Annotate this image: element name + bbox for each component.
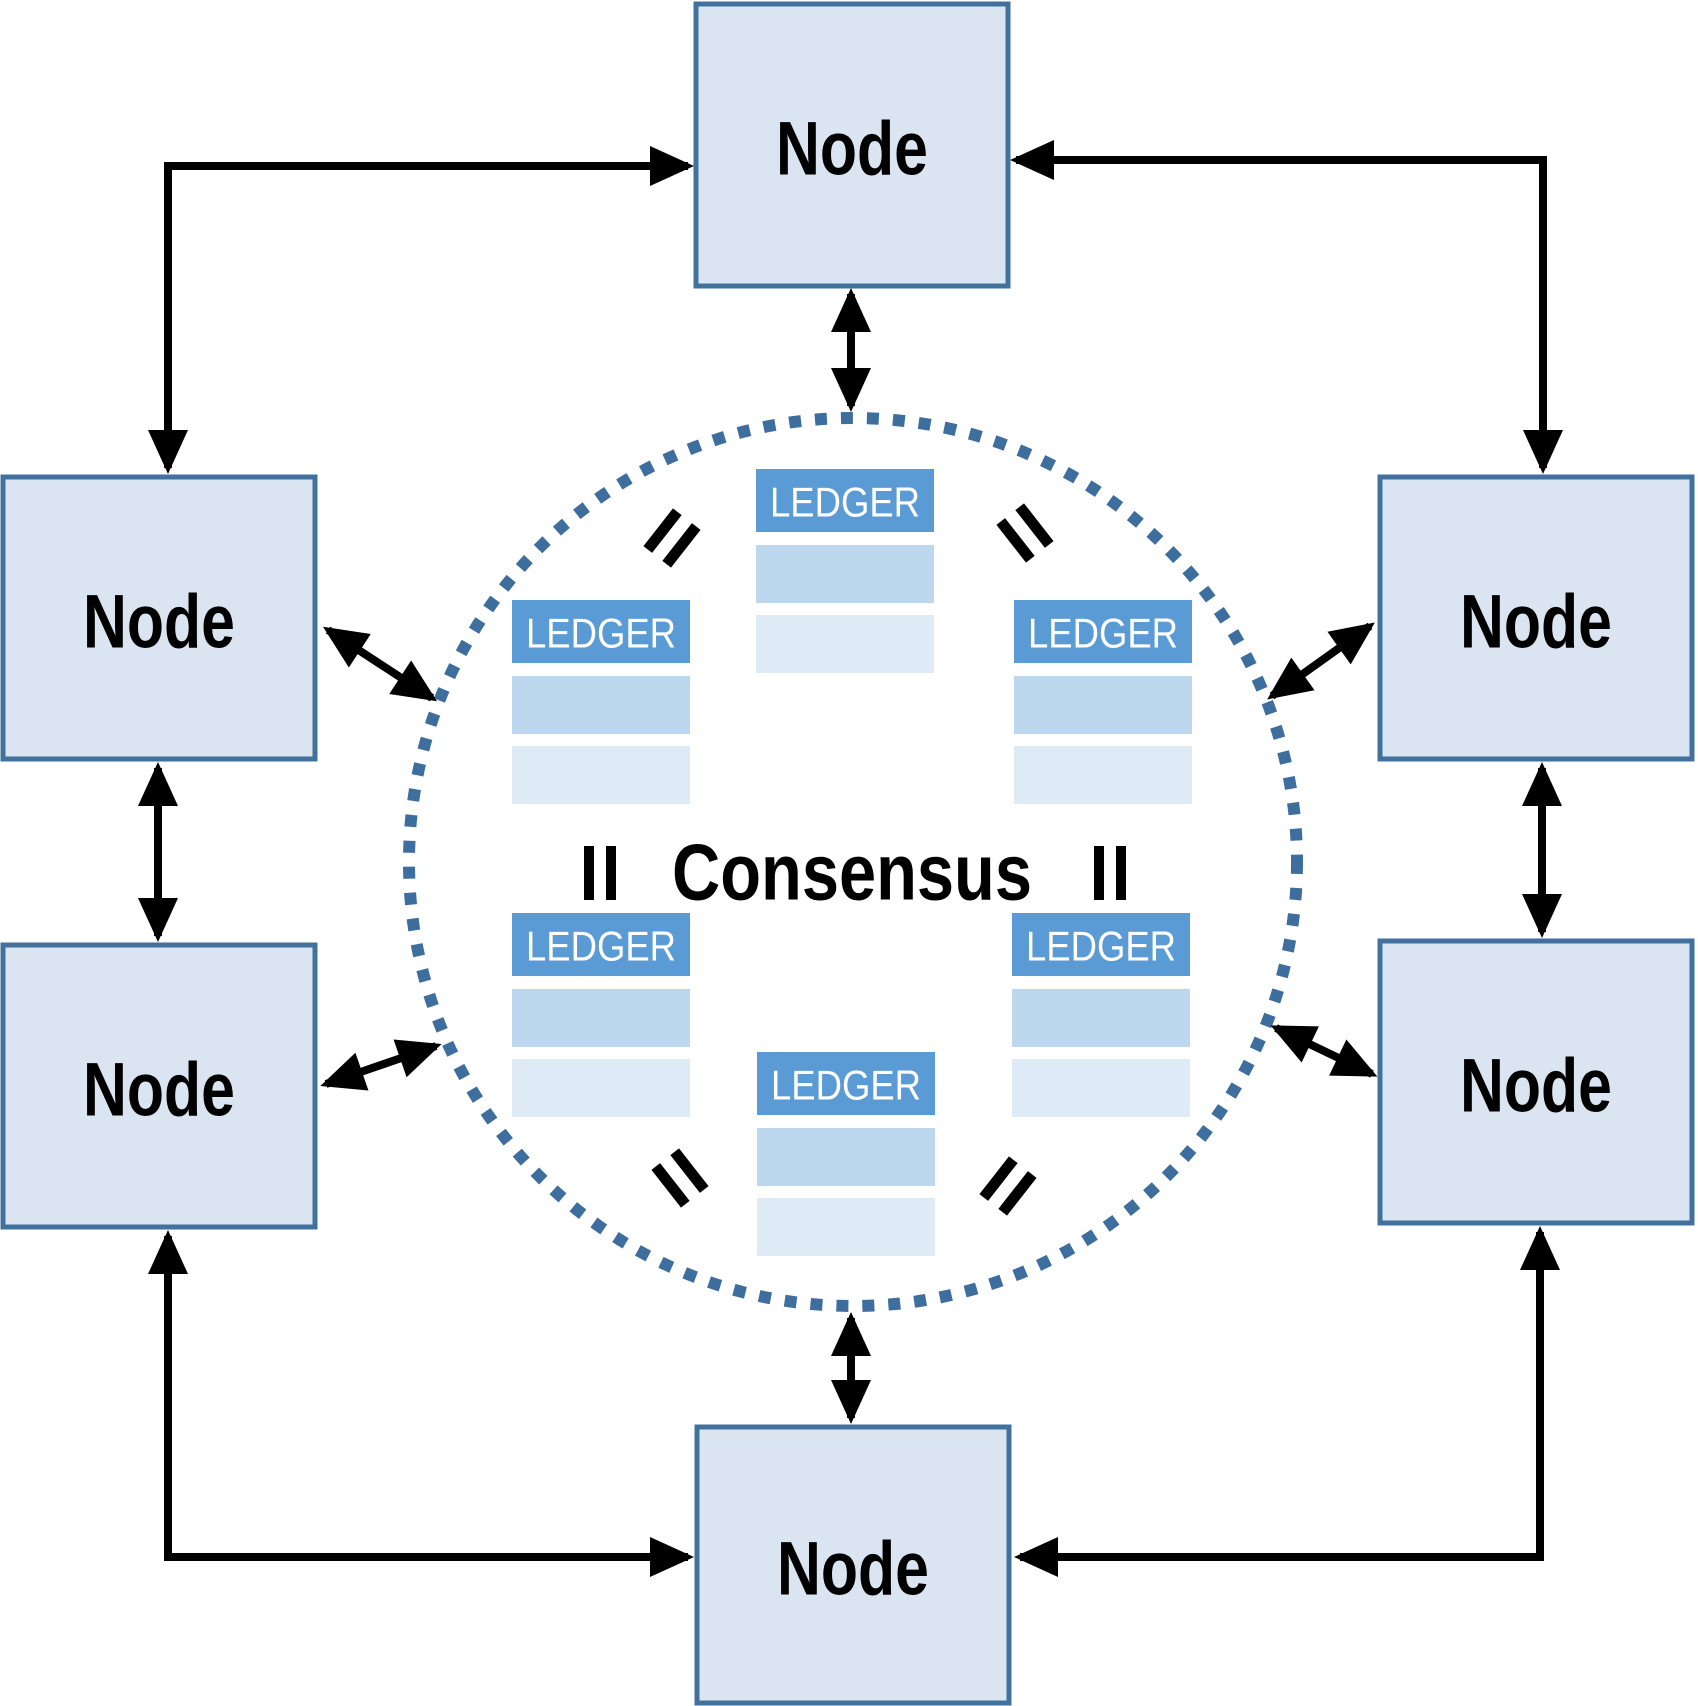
node-upper-left-box <box>0 474 318 762</box>
consensus-circle <box>403 412 1303 1312</box>
node-upper-left: Node <box>0 474 318 762</box>
arrow-lower-left-node-to-circle <box>320 1039 442 1091</box>
node-lower-left-label: Node <box>83 1048 235 1133</box>
node-lower-right-box <box>1377 938 1695 1226</box>
equals-icon-lower-right <box>979 1156 1037 1216</box>
node-lower-left: Node <box>0 942 318 1230</box>
ledger-row <box>512 676 690 734</box>
ledger-table-lower-right: LEDGER <box>1012 913 1190 1117</box>
node-lower-right-label: Node <box>1460 1044 1612 1129</box>
arrow-top-node-to-upper-right-node <box>1010 140 1563 474</box>
node-upper-left-label: Node <box>83 580 235 665</box>
arrow-top-node-to-upper-left-node <box>148 146 694 474</box>
ledger-label: LEDGER <box>526 923 676 970</box>
node-lower-left-box <box>0 942 318 1230</box>
arrow-lower-left-node-to-bottom-node <box>148 1230 694 1577</box>
arrow-lower-right-node-to-bottom-node <box>1014 1226 1560 1577</box>
arrow-upper-right-node-to-circle <box>1267 622 1375 700</box>
equals-icon-lower-left <box>651 1148 709 1208</box>
arrow-upper-left-node-to-circle <box>322 626 438 702</box>
ledger-label: LEDGER <box>1028 610 1178 657</box>
node-bottom-box <box>694 1424 1012 1706</box>
node-top-box <box>693 1 1011 289</box>
node-top: Node <box>693 1 1011 289</box>
ledger-label: LEDGER <box>771 1062 921 1109</box>
consensus-title: Consensus <box>672 828 1032 917</box>
ledger-header <box>756 469 934 532</box>
ledger-label: LEDGER <box>1026 923 1176 970</box>
ledger-header <box>757 1052 935 1115</box>
ledger-header <box>1014 600 1192 663</box>
ledger-row <box>1012 989 1190 1047</box>
node-upper-right: Node <box>1377 474 1695 762</box>
node-upper-right-label: Node <box>1460 580 1612 665</box>
ledger-row <box>512 746 690 804</box>
arrow-lower-right-node-to-circle <box>1270 1024 1378 1078</box>
ledger-row <box>757 1198 935 1256</box>
ledger-row <box>757 1128 935 1186</box>
ledger-header <box>512 913 690 976</box>
ledger-table-upper-left: LEDGER <box>512 600 690 804</box>
ledger-row <box>1014 676 1192 734</box>
node-bottom: Node <box>694 1424 1012 1706</box>
ledger-row <box>512 1059 690 1117</box>
ledger-header <box>512 600 690 663</box>
ledger-row <box>756 615 934 673</box>
ledger-table-lower-left: LEDGER <box>512 913 690 1117</box>
equals-icon-left <box>584 846 616 900</box>
equals-icon-upper-right <box>996 503 1054 563</box>
node-lower-right: Node <box>1377 938 1695 1226</box>
equals-icon-right <box>1094 846 1126 900</box>
node-upper-right-box <box>1377 474 1695 762</box>
ledger-row <box>1014 746 1192 804</box>
equals-icon-upper-left <box>643 508 701 568</box>
ledger-table-top: LEDGER <box>756 469 934 673</box>
ledger-row <box>756 545 934 603</box>
ledger-table-upper-right: LEDGER <box>1014 600 1192 804</box>
ledger-header <box>1012 913 1190 976</box>
ledger-row <box>1012 1059 1190 1117</box>
node-bottom-label: Node <box>777 1527 929 1612</box>
ledger-label: LEDGER <box>526 610 676 657</box>
node-top-label: Node <box>776 107 928 192</box>
ledger-row <box>512 989 690 1047</box>
ledger-label: LEDGER <box>770 479 920 526</box>
ledger-table-bottom: LEDGER <box>757 1052 935 1256</box>
